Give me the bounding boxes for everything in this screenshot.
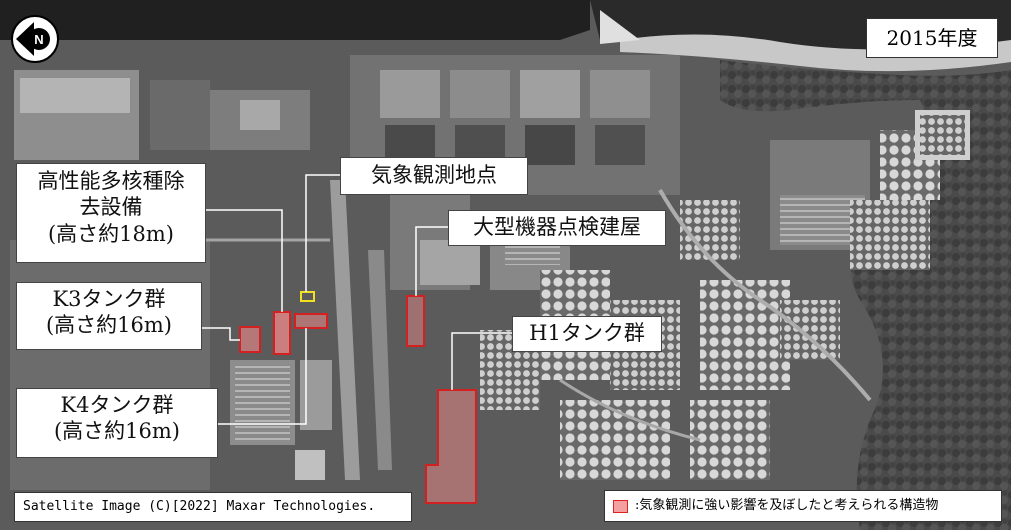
legend-swatch [613, 500, 628, 513]
alps-label-line1: 高性能多核種除 [37, 169, 185, 193]
north-letter: N [34, 32, 43, 47]
k4-tank-label: K4タンク群 (高さ約16m) [16, 388, 218, 458]
k3-tank-label: K3タンク群 (高さ約16m) [16, 282, 202, 350]
k3-tank-label-line1: K3タンク群 [52, 287, 166, 311]
weather-station-label: 気象観測地点 [340, 157, 528, 195]
legend: :気象観測に強い影響を及ぼしたと考えられる構造物 [604, 490, 1002, 522]
legend-text: :気象観測に強い影響を及ぼしたと考えられる構造物 [635, 498, 939, 513]
alps-label-line2: 去設備 [79, 195, 143, 220]
large-equipment-building-label: 大型機器点検建屋 [448, 210, 666, 246]
weather-station-marker [300, 291, 315, 302]
alps-label-line3: (高さ約18m) [47, 221, 175, 246]
image-credit: Satellite Image (C)[2022] Maxar Technolo… [14, 492, 412, 522]
leader-lines [202, 174, 512, 425]
north-arrow-icon: N [11, 15, 59, 63]
year-label: 2015年度 [866, 18, 998, 58]
k4-tank-label-line2: (高さ約16m) [53, 419, 181, 444]
k4-tank-label-line1: K4タンク群 [60, 393, 174, 417]
h1-tank-label: H1タンク群 [512, 316, 662, 352]
k3-tank-label-line2: (高さ約16m) [45, 313, 173, 338]
highlight-structures [239, 295, 477, 504]
alps-label: 高性能多核種除 去設備 (高さ約18m) [16, 163, 206, 263]
